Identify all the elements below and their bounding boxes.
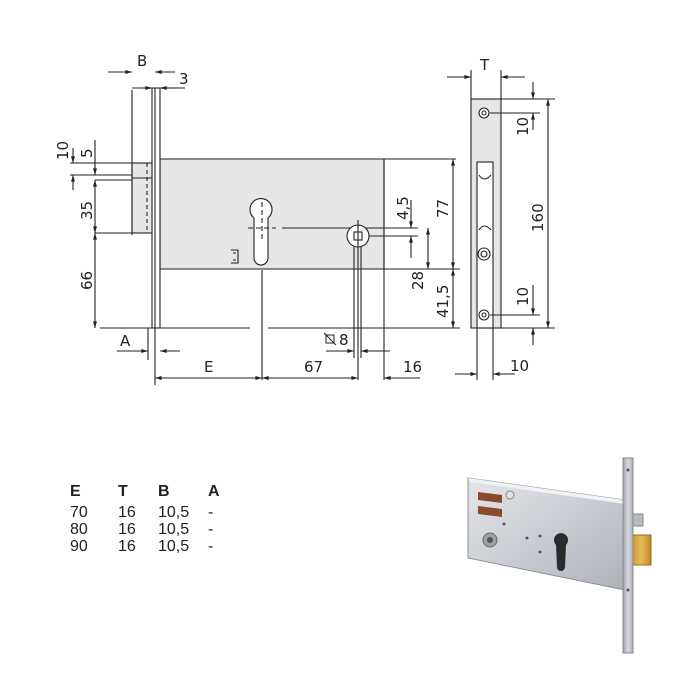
lock-body — [159, 158, 385, 270]
label-10-width: 10 — [510, 357, 529, 375]
label-16: 16 — [403, 358, 422, 376]
cell-T: 16 — [118, 538, 136, 555]
label-3: 3 — [179, 70, 189, 88]
cell-T: 16 — [118, 521, 136, 538]
cell-B: 10,5 — [158, 504, 190, 521]
label-66: 66 — [78, 271, 96, 290]
side-view-labels: T 10 160 10 10 — [479, 56, 547, 375]
label-28: 28 — [409, 271, 427, 290]
cell-B: 10,5 — [158, 521, 190, 538]
label-diam-8: 8 — [339, 331, 349, 349]
latch-block — [131, 162, 153, 234]
header-A: A — [208, 483, 220, 500]
front-view-labels: B 3 10 5 35 66 A E 67 16 8 4,5 77 28 41,… — [54, 52, 452, 376]
faceplate — [151, 87, 161, 329]
cell-A: - — [208, 521, 214, 538]
header-B: B — [158, 483, 170, 500]
label-A: A — [120, 332, 131, 350]
cylinder-hole — [249, 197, 273, 266]
label-10-top: 10 — [514, 117, 532, 136]
label-T: T — [479, 56, 490, 74]
spec-table: E T B A 70 16 10,5 - 80 16 10,5 - 90 16 … — [66, 483, 238, 555]
label-67: 67 — [304, 358, 323, 376]
cell-E: 80 — [70, 521, 88, 538]
spec-table-header: E T B A — [66, 483, 238, 500]
cell-E: 70 — [70, 504, 88, 521]
label-5: 5 — [78, 148, 96, 158]
side-view — [447, 70, 555, 380]
cell-B: 10,5 — [158, 538, 190, 555]
latch — [630, 534, 652, 566]
label-10: 10 — [54, 141, 72, 160]
label-10-bottom: 10 — [514, 287, 532, 306]
label-41-5: 41,5 — [434, 285, 452, 318]
label-B: B — [137, 52, 147, 70]
table-row: 90 16 10,5 - — [66, 538, 238, 555]
label-E: E — [204, 358, 213, 376]
cell-T: 16 — [118, 504, 136, 521]
table-row: 80 16 10,5 - — [66, 521, 238, 538]
front-view — [70, 70, 460, 385]
cell-A: - — [208, 538, 214, 555]
side-plate — [622, 457, 634, 654]
lock-photo — [467, 457, 652, 654]
label-35: 35 — [78, 201, 96, 220]
header-T: T — [118, 483, 128, 500]
header-E: E — [70, 483, 81, 500]
label-4-5: 4,5 — [394, 196, 412, 220]
diameter-icon — [323, 332, 337, 346]
cell-E: 90 — [70, 538, 88, 555]
cell-A: - — [208, 504, 214, 521]
label-77: 77 — [434, 199, 452, 218]
label-160: 160 — [529, 203, 547, 232]
table-row: 70 16 10,5 - — [66, 504, 238, 521]
